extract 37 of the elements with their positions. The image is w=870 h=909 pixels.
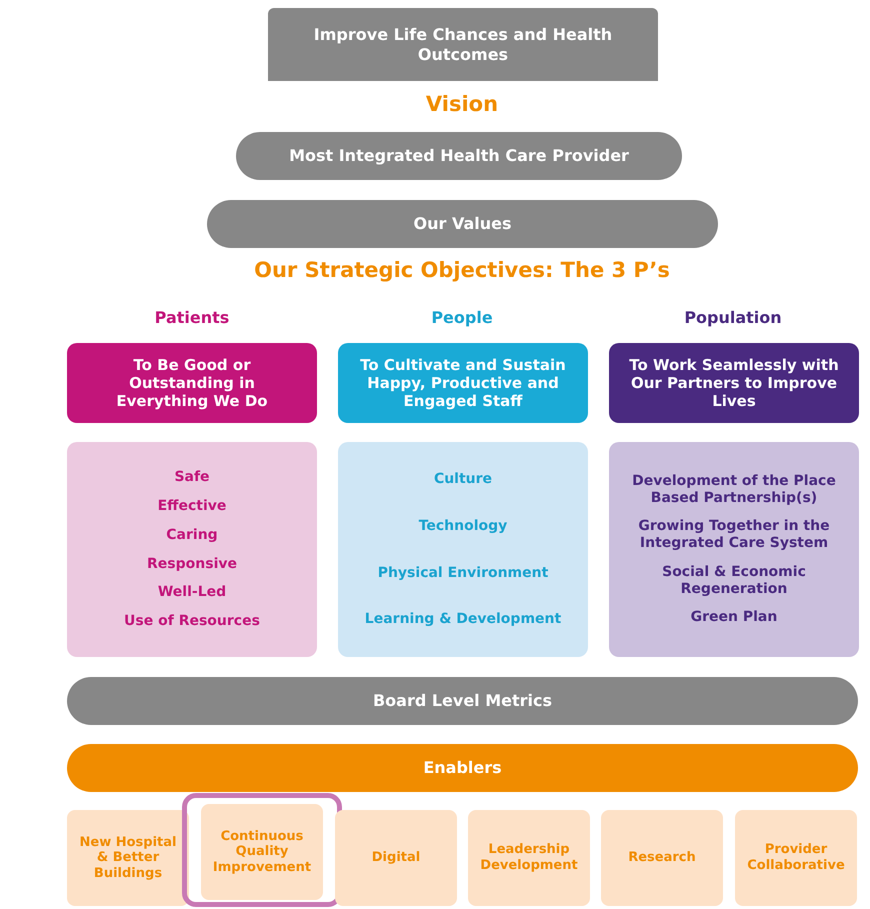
column-heading: Patients bbox=[154, 308, 230, 327]
section-heading: Our Strategic Objectives: The 3 P’s bbox=[254, 258, 670, 282]
priority-text: Technology bbox=[418, 518, 508, 534]
priority-text: Green Plan bbox=[690, 609, 778, 626]
values-banner: Our Values bbox=[207, 200, 718, 248]
enabler-box: Leadership Development bbox=[468, 810, 590, 906]
enabler-box: New Hospital & Better Buildings bbox=[67, 810, 189, 906]
priority-text: Social & Economic Regeneration bbox=[661, 564, 807, 598]
outcome-banner: Improve Life Chances and Health Outcomes bbox=[268, 8, 658, 81]
priority-panel bbox=[67, 442, 317, 657]
priority-text: Use of Resources bbox=[124, 613, 260, 630]
highlight-frame bbox=[182, 793, 342, 907]
section-heading: Vision bbox=[426, 92, 498, 116]
column-heading: People bbox=[431, 308, 493, 327]
objective-box: To Be Good or Outstanding in Everything We Do bbox=[67, 343, 317, 423]
priority-text: Learning & Development bbox=[364, 611, 562, 628]
metrics-banner: Board Level Metrics bbox=[67, 677, 858, 725]
priority-panel bbox=[338, 442, 588, 657]
priority-text: Growing Together in the Integrated Care System bbox=[637, 518, 831, 552]
priority-text: Responsive bbox=[147, 556, 237, 572]
priority-text: Caring bbox=[166, 526, 218, 544]
objective-box: To Cultivate and Sustain Happy, Productive and Engaged Staff bbox=[338, 343, 588, 423]
priority-text: Effective bbox=[158, 498, 226, 515]
priority-text: Physical Environment bbox=[378, 564, 548, 582]
enabler-box: Digital bbox=[335, 810, 457, 906]
priority-text: Development of the Place Based Partnership(s) bbox=[631, 472, 837, 506]
enablers-banner: Enablers bbox=[67, 744, 858, 792]
priority-text: Safe bbox=[174, 469, 210, 486]
column-heading: Population bbox=[684, 308, 782, 327]
enabler-box: Provider Collaborative bbox=[735, 810, 857, 906]
priority-panel bbox=[609, 442, 859, 657]
vision-banner: Most Integrated Health Care Provider bbox=[236, 132, 682, 180]
objective-box: To Work Seamlessly with Our Partners to Improve Lives bbox=[609, 343, 859, 423]
enabler-box: Continuous Quality Improvement bbox=[201, 804, 323, 900]
priority-text: Culture bbox=[434, 470, 492, 488]
priority-text: Well-Led bbox=[158, 584, 226, 602]
enabler-box: Research bbox=[601, 810, 723, 906]
